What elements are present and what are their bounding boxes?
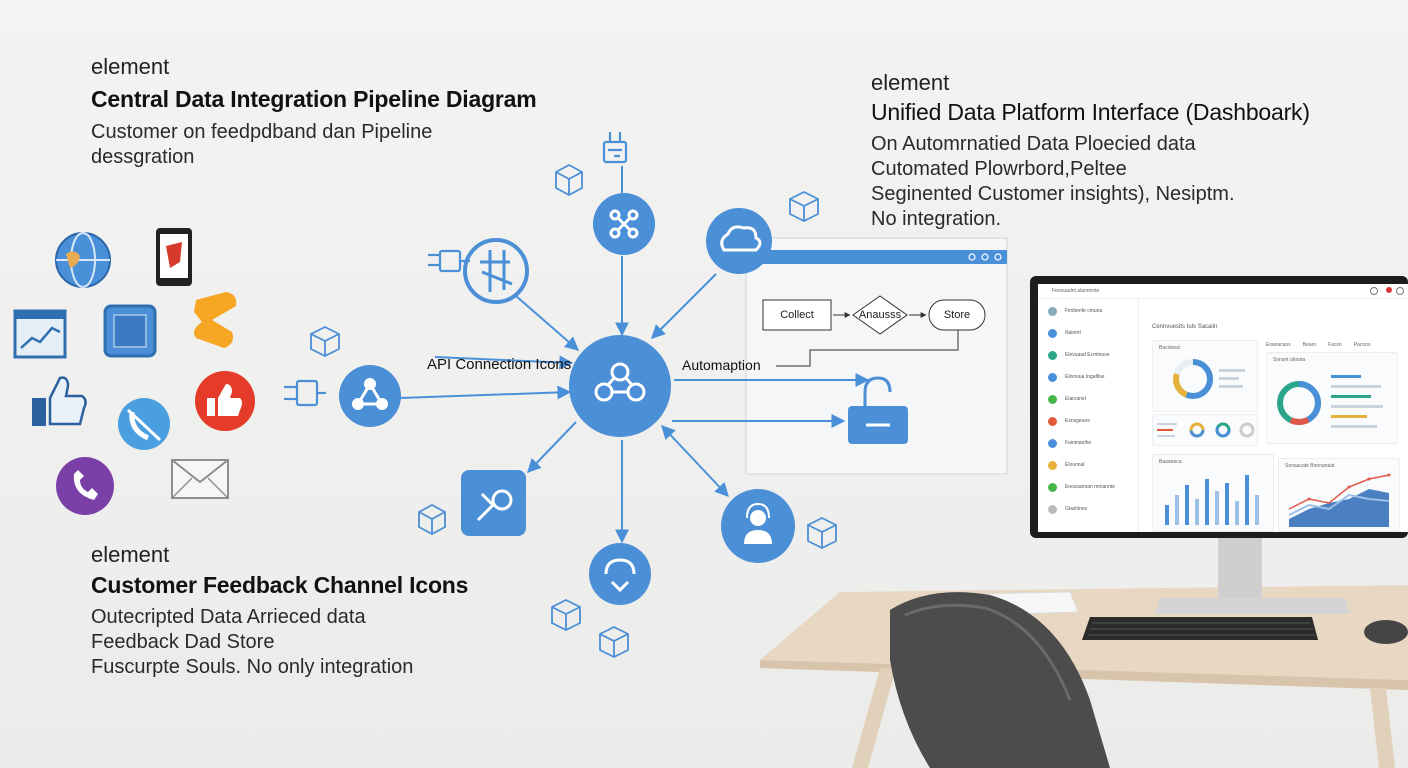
data-cube-icon bbox=[599, 625, 629, 659]
no-call-icon[interactable] bbox=[118, 398, 170, 450]
automation-label: Automaption bbox=[682, 357, 761, 373]
data-cube-icon bbox=[418, 503, 446, 536]
dashboard-topbar: Fenouadnt alannnnte bbox=[1038, 284, 1408, 299]
sidebar-item[interactable]: Fainmaolhe bbox=[1038, 432, 1138, 454]
dashboard-sidebar: Fimbenfe cmuna Nalomt Elevuaad Ecmtnuse … bbox=[1038, 300, 1139, 532]
pipeline-eyebrow: element bbox=[91, 54, 170, 79]
donut-chart bbox=[1173, 359, 1245, 399]
flow-analyze-label: Anausss bbox=[858, 309, 902, 321]
channels-description: Outecripted Data Arrieced data Feedback … bbox=[91, 605, 413, 680]
platform-desc-line: On Automrnatied Data Ploecied data bbox=[871, 133, 1196, 155]
donut-card: Bacolesci bbox=[1152, 340, 1258, 412]
channels-eyebrow: element bbox=[91, 542, 170, 567]
sidebar-item[interactable]: Eiinnuua Ingaltlse bbox=[1038, 366, 1138, 388]
flow-collect-box bbox=[762, 299, 832, 331]
sidebar-item[interactable]: Fimbenfe cmuna bbox=[1038, 300, 1138, 322]
platform-title: Unified Data Platform Interface (Dashboa… bbox=[871, 99, 1310, 125]
office-chair bbox=[890, 592, 1110, 768]
api-connection-label: API Connection Icons bbox=[427, 356, 572, 373]
brain-integration-icon[interactable] bbox=[463, 238, 529, 304]
desk-leg bbox=[852, 668, 896, 768]
sidebar-item[interactable]: Esnsgeues bbox=[1038, 410, 1138, 432]
window-control-icon[interactable] bbox=[994, 253, 1002, 261]
thumbs-up-icon[interactable] bbox=[32, 376, 87, 426]
platform-window-titlebar bbox=[746, 250, 1007, 264]
channels-desc-line: Fuscurpte Souls. No only integration bbox=[91, 656, 414, 678]
channels-title: Customer Feedback Channel Icons bbox=[91, 572, 469, 598]
ring-card: Sonsnt alrnata bbox=[1266, 352, 1398, 444]
pipeline-desc-line: Customer on feedpdband dan Pipeline bbox=[91, 121, 433, 143]
analytics-icon[interactable] bbox=[13, 309, 67, 359]
dashboard-app-title: Fenouadnt alannnnte bbox=[1052, 288, 1100, 294]
flow-analyze-diamond bbox=[852, 295, 908, 335]
dashboard-screen: Fenouadnt alannnnte Fimbenfe cmuna Nalom… bbox=[1038, 284, 1408, 532]
bar-chart-card: Baaaneca bbox=[1152, 454, 1274, 532]
monitor-stand bbox=[1218, 538, 1262, 598]
api-plug-icon bbox=[602, 132, 628, 164]
window-control-icon[interactable] bbox=[968, 253, 976, 261]
bar-chart bbox=[1165, 475, 1259, 525]
api-plug-icon bbox=[428, 249, 470, 273]
desk-leg bbox=[1370, 688, 1395, 768]
area-chart bbox=[1288, 473, 1391, 527]
data-cube-icon bbox=[310, 325, 340, 358]
tab[interactable]: Pacons bbox=[1353, 342, 1371, 348]
platform-desc-line: Seginented Customer insights), Nesiptm. bbox=[871, 183, 1235, 205]
network-hub-icon[interactable] bbox=[569, 335, 671, 437]
notification-icon[interactable] bbox=[1386, 287, 1392, 293]
refresh-cycle-icon[interactable] bbox=[589, 543, 651, 605]
cloud-sync-icon[interactable] bbox=[706, 208, 772, 274]
monitor-base bbox=[1155, 598, 1350, 614]
flow-store-box bbox=[928, 299, 986, 331]
platform-eyebrow: element bbox=[871, 70, 950, 95]
sidebar-item[interactable]: Glashines bbox=[1038, 498, 1138, 520]
sidebar-item[interactable]: Nalomt bbox=[1038, 322, 1138, 344]
data-cube-icon bbox=[807, 516, 837, 550]
tab[interactable]: Facsn bbox=[1328, 342, 1342, 348]
chat-bubbles-icon[interactable] bbox=[194, 292, 237, 348]
avatar bbox=[1048, 306, 1057, 316]
channels-desc-line: Feedback Dad Store bbox=[91, 631, 275, 653]
sidebar-item[interactable]: Eiarcanel bbox=[1038, 388, 1138, 410]
dashboard-tabs: Esanacaos Bearo Facsn Pacons bbox=[1266, 342, 1370, 348]
window-control-icon[interactable] bbox=[981, 253, 989, 261]
email-icon[interactable] bbox=[171, 459, 229, 499]
data-cube-icon bbox=[551, 598, 581, 632]
mini-rings-card bbox=[1152, 414, 1258, 446]
flow-store-label: Store bbox=[943, 309, 971, 321]
settings-icon[interactable] bbox=[1396, 287, 1404, 295]
platform-description: On Automrnatied Data Ploecied data Cutom… bbox=[871, 132, 1235, 232]
tab[interactable]: Bearo bbox=[1302, 342, 1317, 348]
channels-desc-line: Outecripted Data Arrieced data bbox=[91, 606, 366, 628]
mouse bbox=[1364, 620, 1408, 644]
thumbs-up-red-icon[interactable] bbox=[195, 371, 255, 431]
globe-icon[interactable] bbox=[55, 232, 111, 288]
data-cube-icon bbox=[555, 163, 583, 197]
line-chart-card: Sonaacate Bonnanaat bbox=[1278, 458, 1400, 532]
search-icon[interactable] bbox=[1370, 287, 1378, 295]
pipeline-desc-line: dessgration bbox=[91, 146, 195, 168]
smartphone-icon[interactable] bbox=[156, 228, 192, 286]
dashboard-heading: Cennvuesits Iuls Sacaiin bbox=[1152, 324, 1218, 330]
sidebar-item[interactable]: Elounnal bbox=[1038, 454, 1138, 476]
data-cube-icon bbox=[789, 190, 819, 223]
platform-desc-line: No integration. bbox=[871, 208, 1002, 230]
platform-desc-line: Cutomated Plowrbord,Peltee bbox=[871, 158, 1127, 180]
sidebar-item[interactable]: Enossanoan mmannte bbox=[1038, 476, 1138, 498]
tab[interactable]: Esanacaos bbox=[1266, 342, 1291, 348]
ring-chart bbox=[1277, 375, 1383, 428]
pipeline-description: Customer on feedpdband dan Pipeline dess… bbox=[91, 120, 432, 170]
pipeline-title: Central Data Integration Pipeline Diagra… bbox=[91, 86, 537, 112]
phone-call-icon[interactable] bbox=[56, 457, 114, 515]
app-tile-icon[interactable] bbox=[103, 304, 157, 358]
sidebar-item[interactable]: Elevuaad Ecmtnuse bbox=[1038, 344, 1138, 366]
flow-collect-label: Collect bbox=[780, 309, 814, 321]
api-plug-icon bbox=[284, 379, 326, 407]
nodes-connection-icon[interactable] bbox=[339, 365, 401, 427]
